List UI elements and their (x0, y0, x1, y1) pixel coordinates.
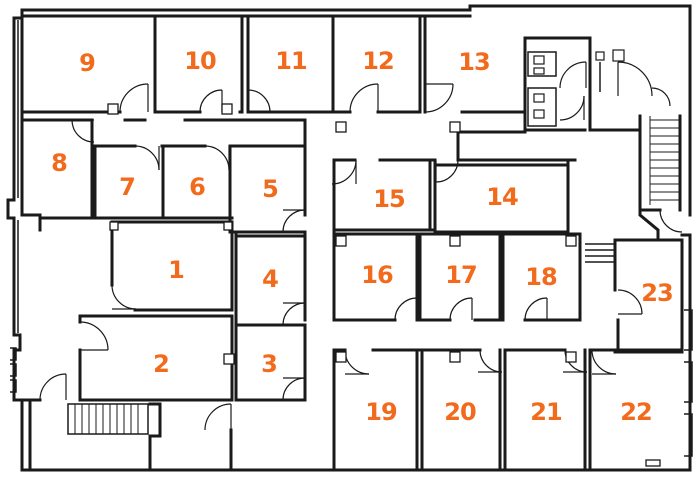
center-west-walls (20, 216, 307, 402)
room-label-2[interactable]: 2 (153, 350, 170, 378)
room-label-8[interactable]: 8 (51, 149, 68, 177)
washroom-block (523, 36, 671, 132)
room-label-14[interactable]: 14 (486, 183, 519, 211)
room-labels: 9 10 11 12 13 8 7 6 5 15 14 1 4 16 17 18… (51, 47, 674, 426)
room-label-4[interactable]: 4 (262, 265, 279, 293)
bottom-row-walls (332, 348, 684, 472)
center-west-doors (79, 284, 306, 401)
room-label-6[interactable]: 6 (189, 173, 206, 201)
room-label-15[interactable]: 15 (373, 185, 406, 213)
room-label-1[interactable]: 1 (168, 256, 185, 284)
room-label-12[interactable]: 12 (362, 47, 394, 75)
room-label-22[interactable]: 22 (620, 398, 652, 426)
stairs-east (638, 114, 683, 233)
room-label-10[interactable]: 10 (184, 47, 217, 75)
room-label-7[interactable]: 7 (119, 173, 136, 201)
room-label-17[interactable]: 17 (445, 261, 477, 289)
room-label-11[interactable]: 11 (275, 47, 308, 75)
room-label-20[interactable]: 20 (444, 398, 477, 426)
room-label-3[interactable]: 3 (261, 350, 278, 378)
second-row-doors (71, 119, 306, 233)
room-label-5[interactable]: 5 (262, 175, 279, 203)
central-block-walls (332, 128, 582, 322)
east-walls (585, 208, 684, 352)
top-row-walls (20, 14, 527, 114)
room-label-21[interactable]: 21 (530, 398, 563, 426)
columns (107, 103, 661, 467)
room-label-23[interactable]: 23 (641, 279, 673, 307)
room-label-16[interactable]: 16 (361, 261, 394, 289)
room-label-9[interactable]: 9 (79, 49, 96, 77)
central-block-doors (331, 159, 548, 321)
room-label-18[interactable]: 18 (525, 263, 558, 291)
room-label-19[interactable]: 19 (365, 398, 398, 426)
top-row-doors (119, 83, 454, 113)
second-row-walls (20, 110, 307, 322)
stairs-southwest (28, 373, 233, 472)
outer-walls (6, 4, 693, 472)
room-label-13[interactable]: 13 (458, 48, 490, 76)
